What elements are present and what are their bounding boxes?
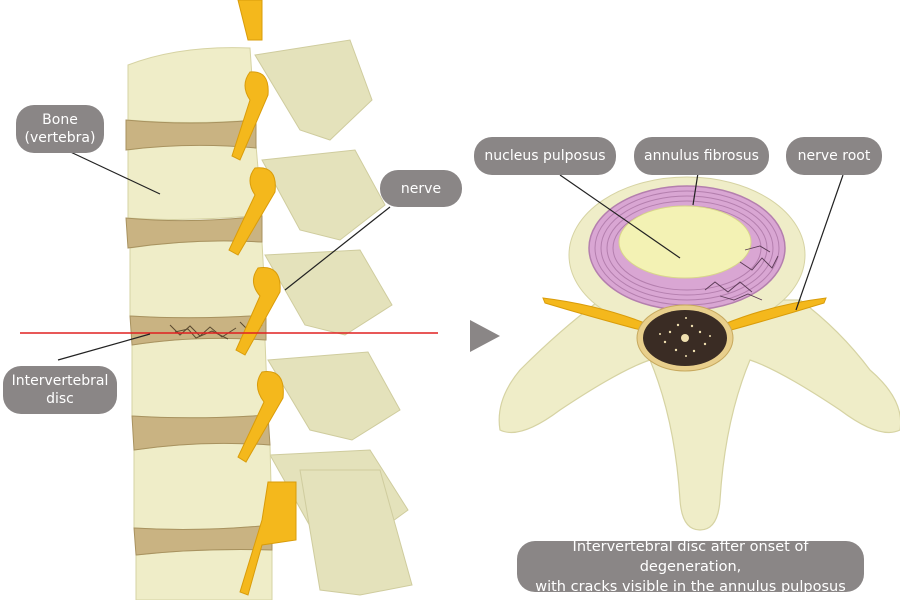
leader-lines <box>57 147 844 361</box>
label-nerve-root: nerve root <box>786 137 882 175</box>
nerve-4 <box>237 371 284 463</box>
leader-annulus <box>692 172 699 206</box>
nucleus-pulposus <box>618 205 752 279</box>
label-bone: Bone (vertebra) <box>16 105 104 153</box>
vertebra-3 <box>129 240 267 319</box>
vertebra-5 <box>133 442 273 530</box>
disc-4 <box>131 414 271 451</box>
spine-lateral-view <box>20 0 438 600</box>
label-annulus-fibrosus: annulus fibrosus <box>634 137 769 175</box>
vertebra-1 <box>127 47 256 123</box>
leader-nerve <box>284 206 391 291</box>
vertebral-bodies <box>127 47 273 600</box>
label-nucleus-pulposus: nucleus pulposus <box>474 137 616 175</box>
nerve-1 <box>231 71 269 161</box>
canal-dots <box>659 317 711 357</box>
nerve-2 <box>228 167 276 256</box>
disc-5 <box>133 524 273 556</box>
nerve-top <box>237 0 263 41</box>
leader-nucleus <box>559 174 681 259</box>
leader-nerve-root <box>795 174 844 311</box>
vertebra-top-view <box>498 176 900 531</box>
caption: Intervertebral disc after onset of degen… <box>517 539 864 595</box>
disc-2 <box>125 215 263 249</box>
label-nerve: nerve <box>380 170 462 207</box>
intervertebral-discs <box>125 119 273 556</box>
disc-1 <box>125 119 257 151</box>
leader-disc <box>57 333 151 361</box>
arrow-icon <box>470 320 500 352</box>
label-disc: Intervertebral disc <box>3 366 117 414</box>
vertebral-processes <box>254 39 413 596</box>
annulus-cracks <box>704 245 779 301</box>
disc-3-degenerated <box>129 314 267 346</box>
leader-bone <box>61 147 161 195</box>
nerve-5 <box>239 481 297 596</box>
